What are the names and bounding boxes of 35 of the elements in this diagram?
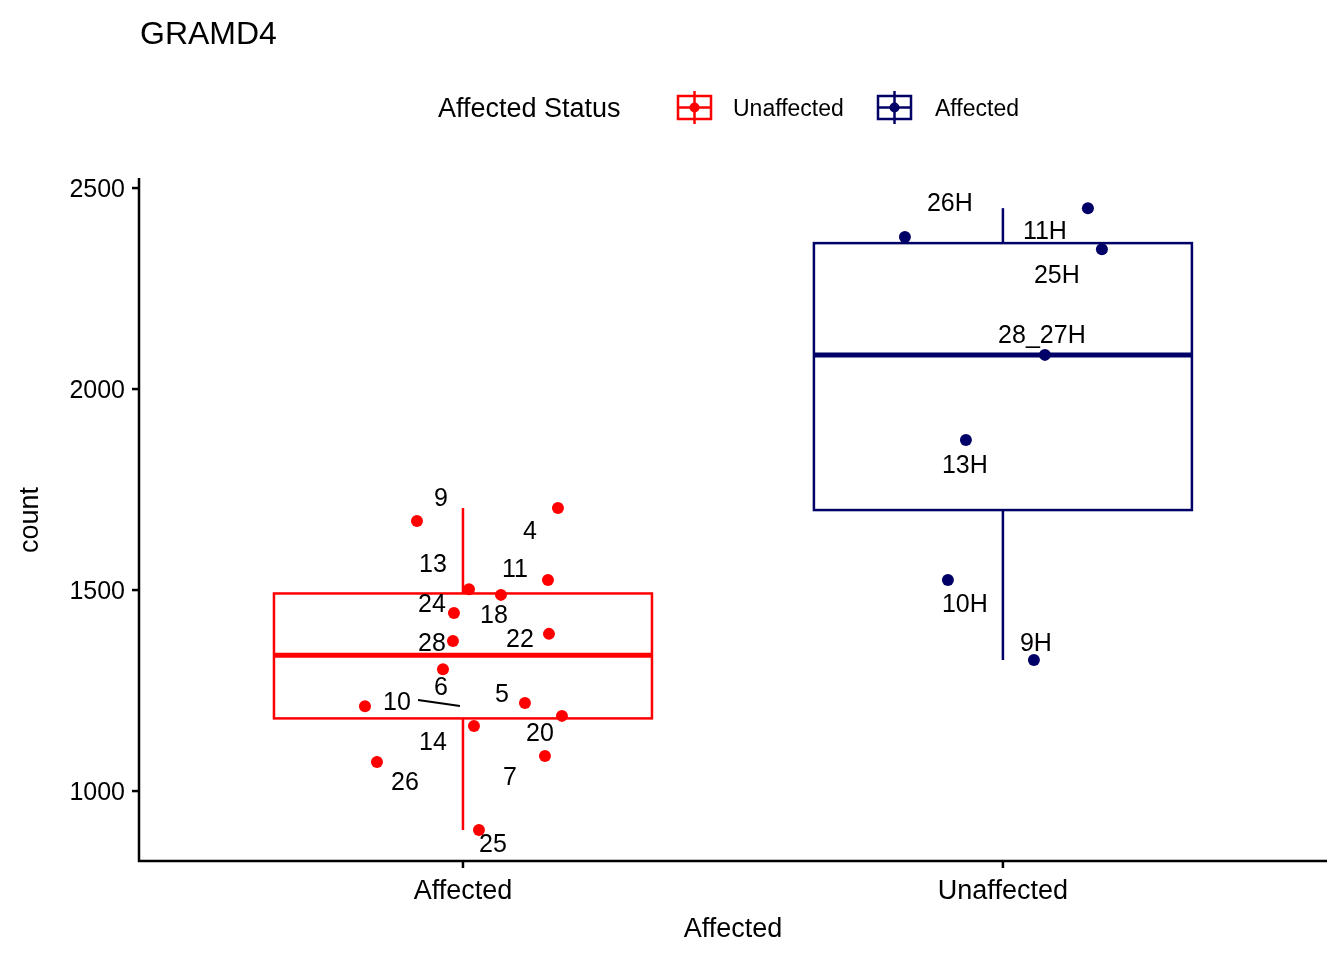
legend-label: Unaffected xyxy=(733,95,844,121)
axis-title: count xyxy=(14,486,44,554)
point-label: 7 xyxy=(503,762,517,791)
point-label: 26 xyxy=(391,767,419,796)
legend-title: Affected Status xyxy=(438,93,621,123)
point-label: 24 xyxy=(418,588,446,617)
point-label: 18 xyxy=(480,599,508,628)
point-label: 28 xyxy=(418,628,446,657)
point-label: 28_27H xyxy=(998,319,1086,348)
point-label: 20 xyxy=(526,717,554,746)
point-label: 4 xyxy=(523,516,537,545)
tick-label: 1000 xyxy=(69,777,125,806)
point-label: 25H xyxy=(1034,260,1080,289)
point-label: 11H xyxy=(1022,216,1067,245)
tick-label: Affected xyxy=(413,875,513,905)
point-label: 10 xyxy=(383,687,411,716)
axis-title: Affected xyxy=(683,913,783,943)
point-label: 14 xyxy=(419,726,447,755)
point-label: 11 xyxy=(502,554,528,582)
tick-label: 2500 xyxy=(69,174,125,203)
point-label: 13 xyxy=(419,549,447,578)
point-label: 10H xyxy=(942,589,988,617)
point-label: 9 xyxy=(434,482,448,511)
tick-label: 2000 xyxy=(69,375,125,404)
point-label: 25 xyxy=(479,829,507,858)
point-label: 13H xyxy=(942,450,988,479)
point-label: 6 xyxy=(434,672,448,701)
point-label: 22 xyxy=(506,623,534,652)
point-label: 5 xyxy=(495,679,509,707)
legend-label: Affected xyxy=(935,95,1019,121)
tick-label: Unaffected xyxy=(937,875,1068,905)
point-label: 9H xyxy=(1019,628,1052,656)
chart-title: GRAMD4 xyxy=(140,15,277,51)
tick-label: 1500 xyxy=(69,576,125,605)
point-label: 26H xyxy=(927,188,973,217)
